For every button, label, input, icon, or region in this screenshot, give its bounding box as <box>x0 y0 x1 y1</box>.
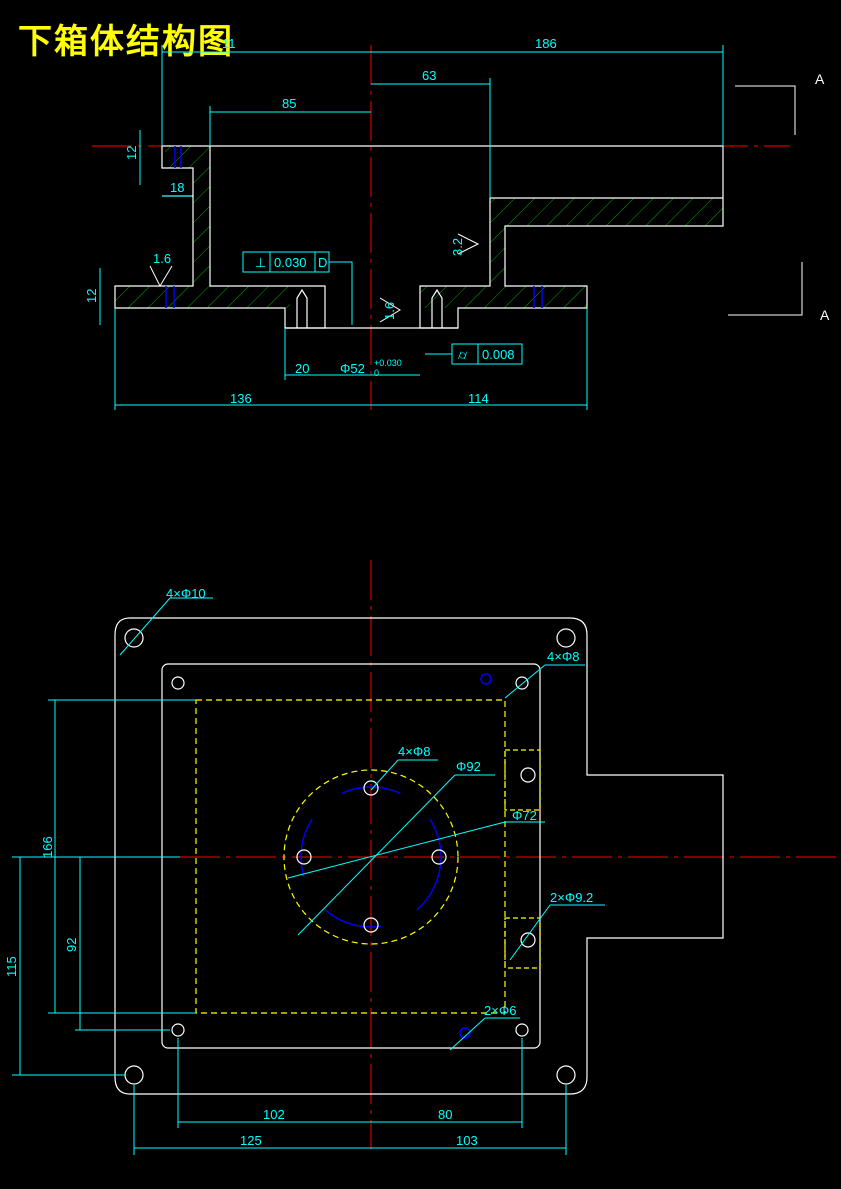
pin-holes <box>459 673 492 1039</box>
hidden-cavity <box>195 699 506 1014</box>
dim-80: 80 <box>438 1107 452 1122</box>
dim-18: 18 <box>170 180 184 195</box>
roughness-symbols <box>149 233 480 323</box>
dim-166: 166 <box>40 836 55 858</box>
label-4x-phi8-bolt: 4×Φ8 <box>398 744 430 759</box>
plan-outline <box>114 617 724 1095</box>
label-4x-phi8-outer: 4×Φ8 <box>547 649 579 664</box>
perpendicularity-frame <box>242 251 353 325</box>
plan-view: 4×Φ10 4×Φ8 4×Φ8 Φ92 Φ72 2×Φ9.2 2×Φ6 166 … <box>4 560 838 1155</box>
cylindricity-frame <box>425 343 523 365</box>
tol-lower: 0 <box>374 368 379 378</box>
label-phi92: Φ92 <box>456 759 481 774</box>
section-markers <box>728 85 803 316</box>
label-phi72: Φ72 <box>512 808 537 823</box>
section-marker-a-top: A <box>815 71 825 87</box>
dim-136: 136 <box>230 391 252 406</box>
roughness-3-2: 3.2 <box>450 238 465 256</box>
dim-114: 114 <box>468 391 489 406</box>
dim-85: 85 <box>282 96 296 111</box>
dim-12-base: 12 <box>84 289 99 303</box>
dim-63: 63 <box>422 68 436 83</box>
dim-phi52: Φ52 <box>340 361 365 376</box>
bore-phi92 <box>283 769 459 945</box>
dim-115: 115 <box>4 956 19 977</box>
cyl-value: 0.008 <box>482 347 515 362</box>
section-hatch <box>115 146 723 308</box>
dim-125: 125 <box>240 1133 262 1148</box>
label-2x-phi6: 2×Φ6 <box>484 1003 516 1018</box>
section-dimensions <box>99 45 724 410</box>
perp-symbol: ⊥ <box>255 255 266 270</box>
bore-phi72 <box>300 786 442 928</box>
tol-upper: +0.030 <box>374 358 402 368</box>
dim-11: 11 <box>222 36 236 51</box>
blind-holes <box>296 288 443 328</box>
dim-92: 92 <box>64 938 79 952</box>
drawing-title: 下箱体结构图 <box>18 22 234 62</box>
perp-datum: D <box>318 255 327 270</box>
dim-20: 20 <box>295 361 309 376</box>
perp-value: 0.030 <box>274 255 307 270</box>
section-view: 11 186 63 85 12 18 12 20 Φ52 +0.030 0 13… <box>84 36 830 410</box>
dim-103: 103 <box>456 1133 478 1148</box>
dim-12-top: 12 <box>124 146 139 160</box>
roughness-1-6-left: 1.6 <box>153 251 171 266</box>
dim-102: 102 <box>263 1107 285 1122</box>
section-marker-a-bottom: A <box>820 307 830 323</box>
label-2x-phi9-2: 2×Φ9.2 <box>550 890 593 905</box>
dim-186: 186 <box>535 36 557 51</box>
label-4x-phi10: 4×Φ10 <box>166 586 206 601</box>
roughness-1-6-center: 1.6 <box>382 302 397 320</box>
plan-dimensions <box>12 597 605 1155</box>
cyl-symbol: ⌭ <box>458 347 468 362</box>
section-holes <box>165 146 543 308</box>
